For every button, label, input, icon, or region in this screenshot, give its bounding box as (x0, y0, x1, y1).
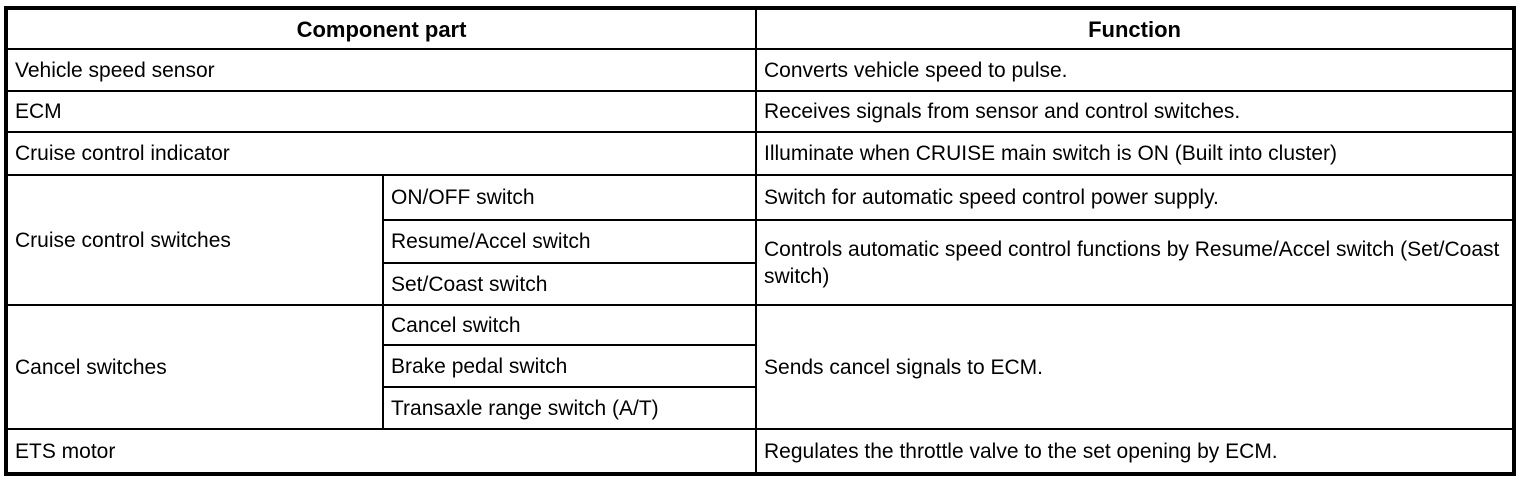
function-cell: Regulates the throttle valve to the set … (755, 428, 1516, 475)
sub-component-cell: Cancel switch (381, 304, 758, 346)
sub-component-cell: Set/Coast switch (381, 262, 758, 306)
function-cell: Illuminate when CRUISE main switch is ON… (755, 131, 1516, 176)
function-cell: Receives signals from sensor and control… (755, 90, 1516, 133)
component-cell: Cruise control indicator (4, 131, 758, 176)
sub-component-cell: Brake pedal switch (381, 344, 758, 388)
table-row: Brake pedal switch (6, 344, 1514, 388)
table-row: Set/Coast switch (6, 262, 1514, 306)
sub-component-cell: ON/OFF switch (381, 174, 758, 221)
header-component-part: Component part (4, 7, 758, 50)
table-row: Resume/Accel switch Controls automatic s… (6, 219, 1516, 306)
table-row: ETS motor Regulates the throttle valve t… (4, 428, 1516, 475)
table-row: Cruise control indicator Illuminate when… (4, 131, 1516, 176)
component-group-cell: Cruise control switches (5, 174, 384, 306)
component-cell: ETS motor (4, 428, 758, 475)
header-function: Function (755, 7, 1516, 50)
component-cell: Vehicle speed sensor (4, 48, 758, 92)
table-row: Cruise control switches ON/OFF switch Sw… (5, 174, 1516, 306)
component-function-table: Component part Function Vehicle speed se… (4, 6, 1517, 476)
function-cell: Converts vehicle speed to pulse. (755, 48, 1516, 92)
component-group-cell: Cancel switches (5, 304, 384, 430)
function-cell: Switch for automatic speed control power… (755, 174, 1516, 221)
function-cell: Sends cancel signals to ECM. (755, 304, 1516, 430)
sub-component-cell: Resume/Accel switch (381, 219, 758, 264)
component-cell: ECM (4, 90, 758, 133)
table-header-row: Component part Function (4, 7, 1516, 50)
table-row: Vehicle speed sensor Converts vehicle sp… (4, 48, 1516, 92)
sub-component-cell: Transaxle range switch (A/T) (381, 386, 758, 430)
table-row: Cancel switches Cancel switch Sends canc… (5, 304, 1516, 430)
table-row: ECM Receives signals from sensor and con… (4, 90, 1516, 133)
function-cell: Controls automatic speed control functio… (755, 219, 1516, 306)
table-row: Transaxle range switch (A/T) (6, 386, 1514, 430)
